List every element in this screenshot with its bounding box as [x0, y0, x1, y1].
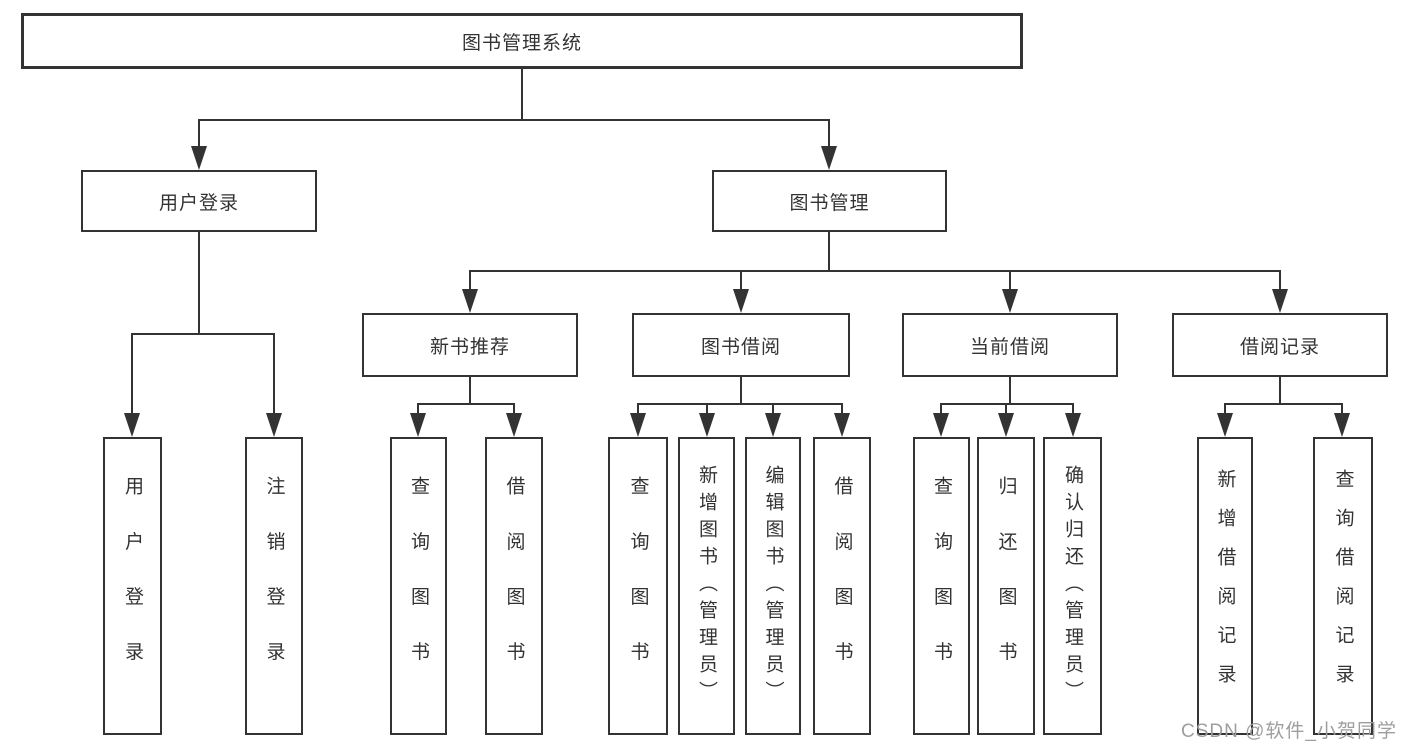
leaf-label: 确认归还（管理员） — [1062, 464, 1083, 708]
leaf-query-books-current: 查询图书 — [913, 437, 970, 735]
csdn-watermark: CSDN @软件_小贺同学 — [1181, 721, 1397, 742]
node-label: 用户登录 — [158, 192, 239, 214]
node-book-borrowing: 图书借阅 — [632, 313, 850, 377]
node-label: 借阅记录 — [1239, 336, 1320, 358]
node-borrowing-records: 借阅记录 — [1172, 313, 1388, 377]
leaf-label: 归还图书 — [995, 475, 1017, 697]
leaf-query-borrow-record: 查询借阅记录 — [1313, 437, 1373, 735]
leaf-label: 查询图书 — [408, 475, 429, 697]
leaf-query-books-borrow: 查询图书 — [608, 437, 668, 735]
node-label: 当前借阅 — [969, 336, 1050, 358]
leaf-label: 用户登录 — [122, 475, 143, 697]
leaf-borrow-books: 借阅图书 — [813, 437, 871, 735]
node-label: 图书借阅 — [700, 336, 781, 358]
leaf-add-books-admin: 新增图书（管理员） — [678, 437, 735, 735]
node-label: 图书管理 — [789, 192, 870, 214]
leaf-borrow-books-recommend: 借阅图书 — [485, 437, 543, 735]
node-current-borrowing: 当前借阅 — [902, 313, 1118, 377]
node-user-login: 用户登录 — [81, 170, 317, 232]
leaf-label: 新增借阅记录 — [1214, 469, 1236, 703]
node-library-management-system: 图书管理系统 — [21, 13, 1023, 69]
leaf-confirm-return-admin: 确认归还（管理员） — [1043, 437, 1102, 735]
leaf-label: 注销登录 — [263, 475, 285, 697]
leaf-label: 编辑图书（管理员） — [762, 464, 784, 708]
leaf-label: 借阅图书 — [831, 475, 853, 697]
leaf-return-books: 归还图书 — [977, 437, 1035, 735]
leaf-edit-books-admin: 编辑图书（管理员） — [745, 437, 801, 735]
node-label: 图书管理系统 — [461, 32, 582, 54]
leaf-label: 查询图书 — [627, 475, 649, 697]
leaf-label: 借阅图书 — [503, 475, 525, 697]
leaf-label: 查询图书 — [931, 475, 952, 697]
leaf-query-books-recommend: 查询图书 — [390, 437, 447, 735]
node-label: 新书推荐 — [429, 336, 510, 358]
leaf-user-login: 用户登录 — [103, 437, 162, 735]
leaf-label: 新增图书（管理员） — [696, 464, 717, 708]
node-book-management: 图书管理 — [712, 170, 947, 232]
leaf-add-borrow-record: 新增借阅记录 — [1197, 437, 1253, 735]
node-new-book-recommendation: 新书推荐 — [362, 313, 578, 377]
leaf-logout: 注销登录 — [245, 437, 303, 735]
leaf-label: 查询借阅记录 — [1332, 469, 1354, 703]
